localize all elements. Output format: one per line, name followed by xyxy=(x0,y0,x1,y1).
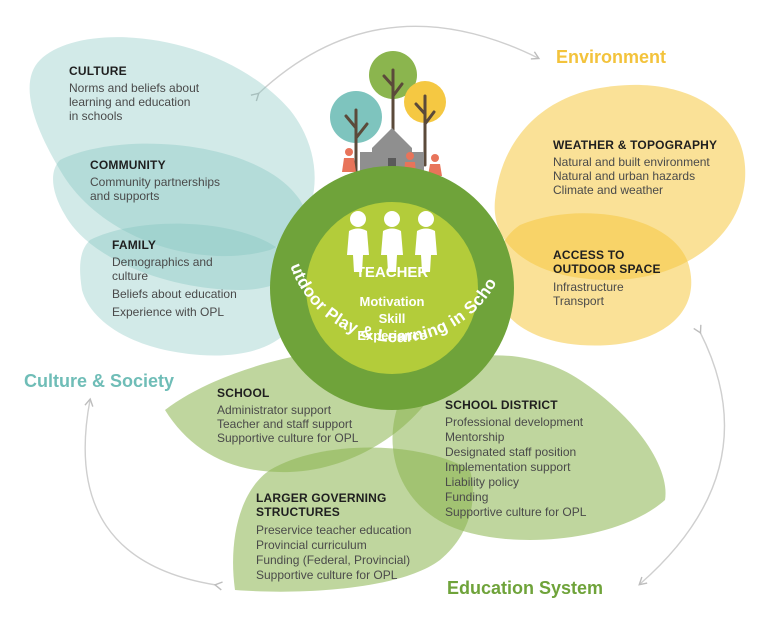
family-item: Demographics and xyxy=(112,255,213,269)
weather-heading: WEATHER & TOPOGRAPHY xyxy=(553,138,718,152)
governing-heading: LARGER GOVERNING STRUCTURES xyxy=(256,491,387,519)
governing-item: Preservice teacher education xyxy=(256,523,412,537)
district-block: SCHOOL DISTRICT Professional development… xyxy=(445,398,586,520)
district-heading: SCHOOL DISTRICT xyxy=(445,398,558,412)
family-block: FAMILY Demographics and culture Beliefs … xyxy=(112,238,237,319)
governing-block: LARGER GOVERNING STRUCTURES Preservice t… xyxy=(256,491,411,583)
cycle-arrows xyxy=(84,25,726,591)
access-item: Transport xyxy=(553,294,604,308)
district-item: Mentorship xyxy=(445,430,505,444)
culture-item: Norms and beliefs about xyxy=(69,81,200,95)
district-item: Supportive culture for OPL xyxy=(445,505,587,519)
center-line-experience: Experience xyxy=(357,328,427,343)
family-petal xyxy=(80,223,302,356)
center-lines: Motivation Skill Experience xyxy=(332,293,452,344)
culture-block: CULTURE Norms and beliefs about learning… xyxy=(69,64,199,123)
family-item: culture xyxy=(112,269,149,283)
weather-block: WEATHER & TOPOGRAPHY Natural and built e… xyxy=(553,138,717,197)
culture-society-petals xyxy=(29,37,315,356)
governing-item: Funding (Federal, Provincial) xyxy=(256,553,411,567)
family-heading: FAMILY xyxy=(112,238,157,252)
school-building xyxy=(372,128,412,172)
inner-circle xyxy=(306,202,478,374)
district-item: Liability policy xyxy=(445,475,520,489)
arrow-education-to-culture xyxy=(84,397,223,591)
access-heading: ACCESS TO OUTDOOR SPACE xyxy=(553,248,661,276)
governing-petal xyxy=(233,447,473,592)
trees-illustration xyxy=(330,51,446,176)
center-line-skill: Skill xyxy=(378,311,406,326)
access-item: Infrastructure xyxy=(553,280,624,294)
district-item: Professional development xyxy=(445,415,584,429)
district-item: Designated staff position xyxy=(445,445,577,459)
governing-item: Supportive culture for OPL xyxy=(256,568,398,582)
education-petals xyxy=(165,348,666,592)
teacher-people-icon xyxy=(347,211,437,272)
community-item: Community partnerships xyxy=(90,175,221,189)
category-education-system: Education System xyxy=(447,578,604,598)
access-block: ACCESS TO OUTDOOR SPACE Infrastructure T… xyxy=(553,248,661,308)
community-block: COMMUNITY Community partnerships and sup… xyxy=(90,158,220,203)
arrow-culture-to-environment xyxy=(250,25,541,102)
community-petal xyxy=(53,143,312,290)
culture-item: in schools xyxy=(69,109,123,123)
school-block: SCHOOL Administrator support Teacher and… xyxy=(217,386,358,445)
weather-item: Natural and urban hazards xyxy=(553,169,696,183)
school-item: Supportive culture for OPL xyxy=(217,431,359,445)
district-item: Implementation support xyxy=(445,460,571,474)
family-item: Experience with OPL xyxy=(112,305,225,319)
family-item: Beliefs about education xyxy=(112,287,237,301)
community-heading: COMMUNITY xyxy=(90,158,166,172)
category-culture-society: Culture & Society xyxy=(24,371,175,391)
category-environment: Environment xyxy=(556,47,667,67)
governing-item: Provincial curriculum xyxy=(256,538,367,552)
weather-item: Climate and weather xyxy=(553,183,664,197)
weather-item: Natural and built environment xyxy=(553,155,710,169)
culture-heading: CULTURE xyxy=(69,64,127,78)
school-item: Teacher and staff support xyxy=(217,417,353,431)
district-item: Funding xyxy=(445,490,489,504)
access-petal xyxy=(494,213,692,346)
arrow-environment-to-education xyxy=(638,324,726,586)
center-title: TEACHER xyxy=(355,264,429,281)
center-line-motivation: Motivation xyxy=(359,294,425,309)
community-item: and supports xyxy=(90,189,160,203)
school-heading: SCHOOL xyxy=(217,386,270,400)
school-item: Administrator support xyxy=(217,403,332,417)
culture-petal xyxy=(29,37,315,257)
environment-petals xyxy=(494,84,746,346)
culture-item: learning and education xyxy=(69,95,191,109)
